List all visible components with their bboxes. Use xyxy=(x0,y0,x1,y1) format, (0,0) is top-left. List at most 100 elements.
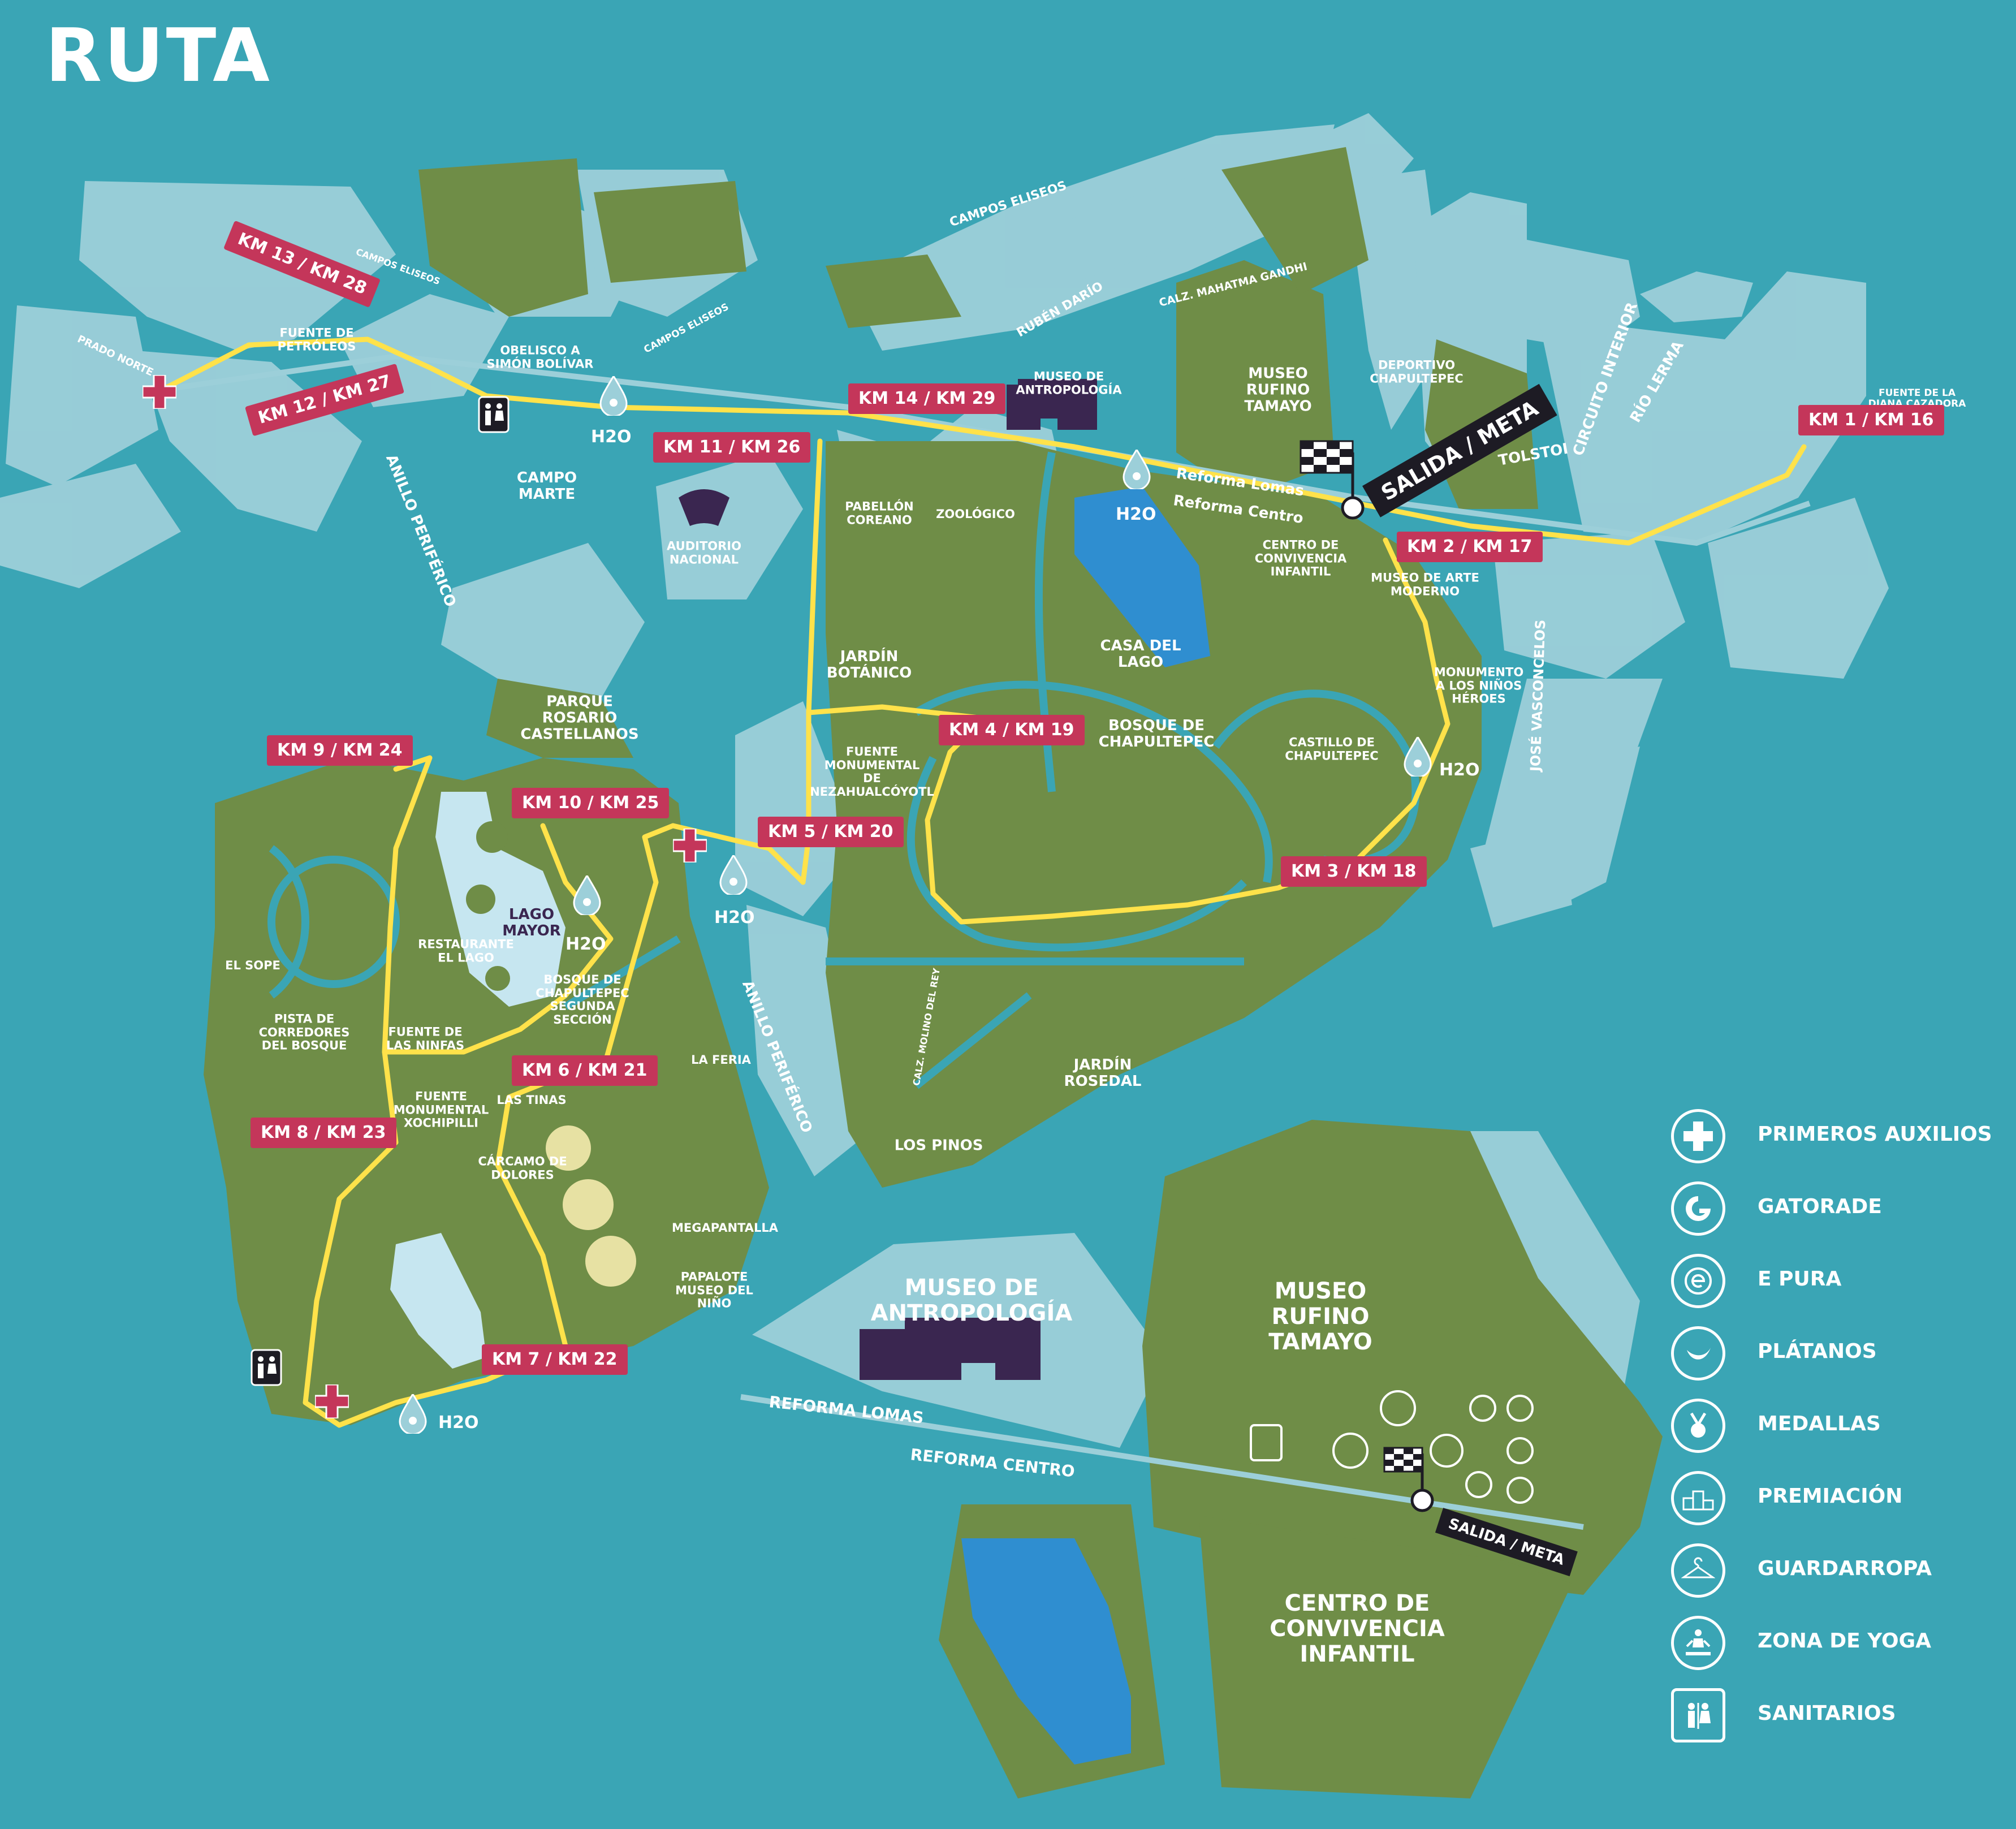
hanger-icon xyxy=(1671,1543,1725,1598)
label-carcamo: CÁRCAMO DE DOLORES xyxy=(478,1154,567,1181)
h2o-label: H2O xyxy=(438,1413,479,1433)
label-el-sope: EL SOPE xyxy=(225,959,280,973)
h2o-label: H2O xyxy=(1439,760,1480,780)
water-drop-icon xyxy=(719,855,748,895)
label-auditorio: AUDITORIO NACIONAL xyxy=(667,539,741,566)
h2o-label: H2O xyxy=(565,934,606,954)
inset-label-museo-rufino: MUSEO RUFINO TAMAYO xyxy=(1268,1278,1372,1355)
water-drop-icon xyxy=(1404,737,1432,777)
km-marker-14-29: KM 14 / KM 29 xyxy=(848,383,1006,414)
label-jardin-botanico: JARDÍN BOTÁNICO xyxy=(826,648,912,681)
park-paths xyxy=(269,451,1420,1089)
park-features xyxy=(267,821,636,1287)
legend-item-yoga: ZONA DE YOGA xyxy=(1671,1612,2010,1675)
legend-item-medal: MEDALLAS xyxy=(1671,1395,2010,1457)
km-marker-7-22: KM 7 / KM 22 xyxy=(482,1344,628,1375)
km-marker-2-17: KM 2 / KM 17 xyxy=(1397,532,1543,562)
km-marker-5-20: KM 5 / KM 20 xyxy=(758,817,904,847)
h2o-label: H2O xyxy=(1116,504,1156,524)
inset-label-museo-antropologia: MUSEO DE ANTROPOLOGÍA xyxy=(870,1275,1073,1326)
map-title: RUTA xyxy=(45,12,272,98)
label-museo-antropologia: MUSEO DE ANTROPOLOGÍA xyxy=(1016,369,1122,396)
water-drop-icon xyxy=(599,376,628,416)
label-bosque-chapultepec: BOSQUE DE CHAPULTEPEC xyxy=(1098,717,1215,750)
label-deportivo: DEPORTIVO CHAPULTEPEC xyxy=(1370,358,1464,385)
label-papalote: PAPALOTE MUSEO DEL NIÑO xyxy=(675,1270,753,1310)
label-zoologico: ZOOLÓGICO xyxy=(936,507,1015,521)
start-finish-pin xyxy=(1300,440,1365,520)
first-aid-icon xyxy=(315,1384,349,1418)
inset-label-centro: CENTRO DE CONVIVENCIA INFANTIL xyxy=(1270,1590,1445,1667)
legend-item-epura: E PURA xyxy=(1671,1250,2010,1313)
label-la-feria: LA FERIA xyxy=(691,1053,751,1067)
label-centro-convivencia: CENTRO DE CONVIVENCIA INFANTIL xyxy=(1254,538,1347,579)
first-aid-icon xyxy=(143,375,176,409)
km-marker-8-23: KM 8 / KM 23 xyxy=(251,1118,396,1148)
legend-item-gatorade: GATORADE xyxy=(1671,1178,2010,1240)
km-marker-4-19: KM 4 / KM 19 xyxy=(939,715,1085,745)
label-fuente-ninfas: FUENTE DE LAS NINFAS xyxy=(386,1025,465,1052)
legend-label: GUARDARROPA xyxy=(1758,1557,1932,1580)
label-fuente-petroleos: FUENTE DE PETRÓLEOS xyxy=(277,326,356,353)
museum-buildings xyxy=(679,379,1097,1380)
label-obelisco: OBELISCO A SIMÓN BOLÍVAR xyxy=(486,343,594,370)
inset-start-finish-pin xyxy=(1383,1447,1434,1512)
label-pabellon: PABELLÓN COREANO xyxy=(845,499,914,527)
label-jardin-rosedal: JARDÍN ROSEDAL xyxy=(1064,1056,1142,1090)
label-las-tinas: LAS TINAS xyxy=(497,1093,567,1107)
label-fuente-xochipilli: FUENTE MONUMENTAL XOCHIPILLI xyxy=(393,1089,489,1130)
label-monumento-ninos: MONUMENTO A LOS NIÑOS HÉROES xyxy=(1434,665,1524,706)
label-lago-mayor: LAGO MAYOR xyxy=(502,905,561,939)
label-museo-rufino: MUSEO RUFINO TAMAYO xyxy=(1244,365,1312,415)
km-marker-6-21: KM 6 / KM 21 xyxy=(512,1055,658,1086)
lakes xyxy=(390,486,1210,1765)
h2o-label: H2O xyxy=(591,427,632,447)
legend-label: GATORADE xyxy=(1758,1195,1882,1218)
water-drop-icon xyxy=(573,875,601,915)
gatorade-icon xyxy=(1671,1181,1725,1236)
legend-item-hanger: GUARDARROPA xyxy=(1671,1540,2010,1602)
restroom-icon xyxy=(478,396,510,433)
first-aid-icon xyxy=(1671,1109,1725,1163)
banana-icon xyxy=(1671,1326,1725,1381)
label-campo-marte: CAMPO MARTE xyxy=(516,469,577,503)
inset-service-icons xyxy=(1250,1390,1534,1504)
legend-label: ZONA DE YOGA xyxy=(1758,1629,1932,1653)
h2o-label: H2O xyxy=(714,908,755,928)
legend-label: PREMIACIÓN xyxy=(1758,1485,1903,1508)
medal-icon xyxy=(1671,1399,1725,1453)
legend-label: SANITARIOS xyxy=(1758,1702,1896,1725)
label-bosque-segunda: BOSQUE DE CHAPULTEPEC SEGUNDA SECCIÓN xyxy=(536,972,629,1026)
legend-label: E PURA xyxy=(1758,1267,1842,1291)
restroom-icon xyxy=(1671,1688,1725,1742)
km-marker-11-26: KM 11 / KM 26 xyxy=(653,432,811,463)
label-castillo: CASTILLO DE CHAPULTEPEC xyxy=(1285,735,1379,762)
legend-item-banana: PLÁTANOS xyxy=(1671,1323,2010,1385)
podium-icon xyxy=(1671,1471,1725,1525)
legend-label: MEDALLAS xyxy=(1758,1412,1881,1435)
label-museo-arte-moderno: MUSEO DE ARTE MODERNO xyxy=(1371,571,1479,598)
km-marker-10-25: KM 10 / KM 25 xyxy=(512,788,670,818)
restroom-icon xyxy=(251,1349,282,1386)
parks xyxy=(204,147,1663,1798)
legend-label: PRIMEROS AUXILIOS xyxy=(1758,1123,1992,1146)
water-drop-icon xyxy=(399,1394,427,1434)
km-marker-1-16: KM 1 / KM 16 xyxy=(1798,405,1944,435)
label-fuente-nezahualcoyotl: FUENTE MONUMENTAL DE NEZAHUALCÓYOTL xyxy=(810,744,934,799)
legend-item-restroom: SANITARIOS xyxy=(1671,1685,2010,1747)
legend-item-first-aid: PRIMEROS AUXILIOS xyxy=(1671,1106,2010,1168)
label-parque-rosario: PARQUE ROSARIO CASTELLANOS xyxy=(520,693,639,743)
water-drop-icon xyxy=(1123,450,1151,489)
label-restaurante: RESTAURANTE EL LAGO xyxy=(418,937,514,964)
legend-label: PLÁTANOS xyxy=(1758,1340,1877,1363)
label-casa-lago: CASA DEL LAGO xyxy=(1100,637,1181,671)
epura-icon xyxy=(1671,1254,1725,1308)
legend-item-podium: PREMIACIÓN xyxy=(1671,1468,2010,1530)
first-aid-icon xyxy=(673,829,707,862)
label-megapantalla: MEGAPANTALLA xyxy=(672,1221,778,1235)
km-marker-9-24: KM 9 / KM 24 xyxy=(267,735,413,766)
label-pista-corredores: PISTA DE CORREDORES DEL BOSQUE xyxy=(258,1012,350,1052)
km-marker-3-18: KM 3 / KM 18 xyxy=(1281,856,1427,887)
